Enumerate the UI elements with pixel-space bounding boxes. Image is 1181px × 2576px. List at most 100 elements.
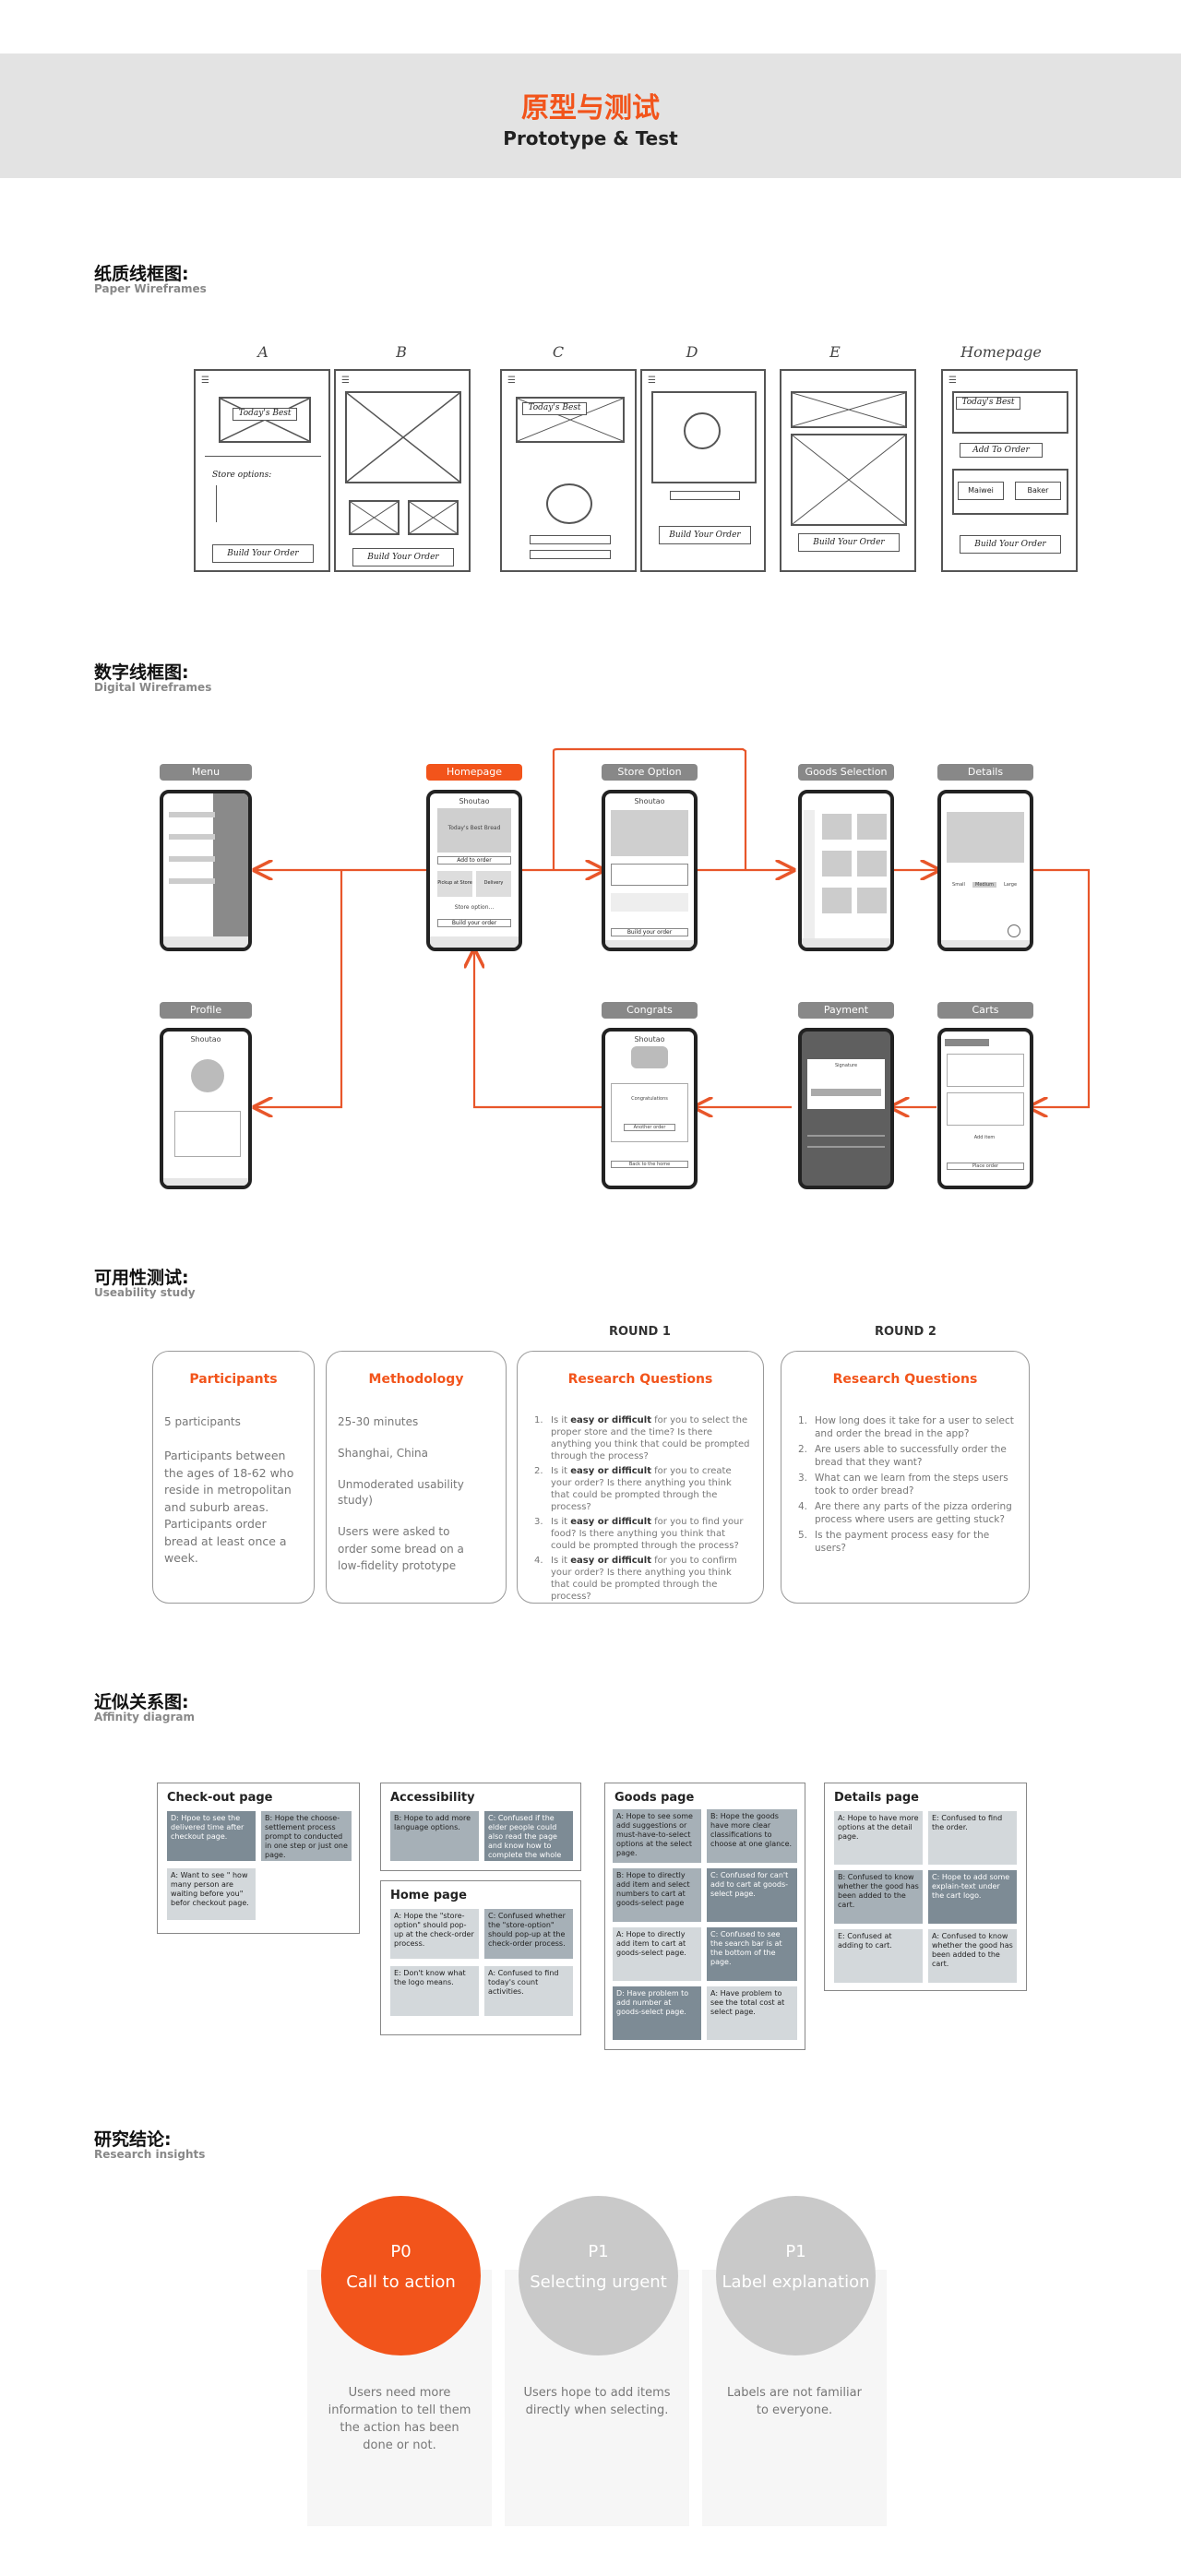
pickup-option[interactable]: Pickup at Store bbox=[437, 871, 472, 897]
store-options-box bbox=[952, 469, 1068, 515]
insights-title: 研究结论: bbox=[94, 2129, 172, 2150]
image-placeholder bbox=[345, 391, 461, 483]
size-large[interactable]: Large bbox=[1003, 882, 1018, 888]
methodology-location: Shanghai, China bbox=[338, 1447, 428, 1460]
digital-wireframes-title: 数字线框图: bbox=[94, 662, 189, 683]
pin-input[interactable] bbox=[811, 1089, 881, 1096]
hero-image bbox=[437, 808, 511, 853]
signature-dialog bbox=[807, 1059, 885, 1109]
menu-item bbox=[169, 878, 215, 884]
research-questions-round1-card: Research Questions 1.Is it easy or diffi… bbox=[517, 1351, 764, 1604]
time-select[interactable] bbox=[611, 893, 688, 912]
screen-tag-menu: Menu bbox=[160, 764, 252, 781]
tab-active[interactable] bbox=[945, 1039, 989, 1046]
tab-bar bbox=[802, 938, 890, 948]
sticky-note: D: Hpoe to see the delivered time after … bbox=[167, 1811, 256, 1861]
menu-item bbox=[169, 834, 215, 840]
overlay bbox=[213, 793, 248, 948]
sticky-note: C: Confused for can't add to cart at goo… bbox=[707, 1868, 797, 1922]
place-order-button[interactable]: Place order bbox=[947, 1163, 1024, 1170]
goods-item[interactable] bbox=[822, 851, 852, 877]
hamburger-icon: ☰ bbox=[341, 376, 350, 386]
goods-item[interactable] bbox=[857, 814, 887, 840]
sticky-note: C: Confused if the elder people could al… bbox=[484, 1811, 573, 1868]
sketch-label-c: C bbox=[552, 343, 565, 361]
sticky-note: B: Hope the goods have more clear classi… bbox=[707, 1809, 797, 1863]
sticky-note: E: Confused to find the order. bbox=[928, 1811, 1017, 1865]
insight-priority: P1 bbox=[785, 2242, 806, 2261]
page-title-cn: 原型与测试 bbox=[521, 92, 660, 125]
divider bbox=[807, 1135, 885, 1137]
round1-label: ROUND 1 bbox=[609, 1325, 671, 1339]
back-home-button[interactable]: Back to the home bbox=[611, 1161, 688, 1168]
sticky-note: A: Hope to see some add suggestions or m… bbox=[613, 1809, 701, 1863]
affinity-goods-group: Goods page A: Hope to see some add sugge… bbox=[604, 1783, 805, 2050]
store-image bbox=[611, 810, 688, 856]
sticky-note: E: Don't know what the logo means. bbox=[390, 1966, 479, 2016]
methodology-type: Unmoderated usability study) bbox=[338, 1478, 464, 1507]
checkout-title: Check-out page bbox=[167, 1791, 273, 1805]
hamburger-icon: ☰ bbox=[948, 376, 957, 386]
size-medium[interactable]: Medium bbox=[972, 882, 996, 888]
build-order-button: Build Your Order bbox=[212, 544, 314, 563]
store-option-text: Store option... bbox=[454, 904, 495, 911]
screen-tag-details: Details bbox=[937, 764, 1033, 781]
tab-bar bbox=[163, 1178, 248, 1186]
phone-profile: Shoutao bbox=[160, 1028, 252, 1189]
goods-item[interactable] bbox=[857, 851, 887, 877]
phone-carts: Add item Place order bbox=[937, 1028, 1033, 1189]
rq1-item: 2.Is it easy or difficult for you to cre… bbox=[534, 1466, 732, 1512]
sticky-note: C: Confused to see the search bar is at … bbox=[707, 1927, 797, 1981]
build-order-button[interactable]: Build your order bbox=[437, 919, 511, 927]
round2-label: ROUND 2 bbox=[875, 1325, 936, 1339]
sketch-label-d: D bbox=[686, 343, 698, 361]
accessibility-title: Accessibility bbox=[390, 1791, 475, 1805]
methodology-card: Methodology 25-30 minutes Shanghai, Chin… bbox=[326, 1351, 507, 1604]
digital-wireframes-subtitle: Digital Wireframes bbox=[94, 681, 212, 694]
sticky-note: A: Confused to know whether the good has… bbox=[928, 1929, 1017, 1983]
congrats-text: Congratulations bbox=[631, 1096, 668, 1102]
delivery-option[interactable]: Delivery bbox=[476, 871, 511, 897]
category-sidebar bbox=[804, 810, 815, 939]
sticky-note: A: Want to see " how many person are wai… bbox=[167, 1868, 256, 1920]
add-to-order-button[interactable]: Add to order bbox=[437, 856, 511, 865]
cart-icon[interactable] bbox=[1008, 924, 1020, 937]
tab-bar bbox=[605, 940, 694, 948]
rq1-item: 4.Is it easy or difficult for you to con… bbox=[534, 1556, 737, 1602]
size-small[interactable]: Small bbox=[952, 882, 965, 888]
methodology-task: Users were asked to order some bread on … bbox=[338, 1525, 464, 1572]
another-order-button[interactable]: Another order bbox=[624, 1124, 675, 1131]
sticky-note: A: Have problem to see the total cost at… bbox=[707, 1986, 797, 2040]
insight-desc: Users need more information to tell them… bbox=[328, 2386, 471, 2452]
screen-tag-carts: Carts bbox=[937, 1002, 1033, 1019]
store-select[interactable] bbox=[611, 864, 688, 886]
app-name: Shoutao bbox=[459, 797, 490, 805]
sticky-note: C: Hope to add some explain-text under t… bbox=[928, 1870, 1017, 1924]
sketch-a: ☰ Today's Best Store options: Build Your… bbox=[194, 369, 330, 572]
goods-item[interactable] bbox=[822, 814, 852, 840]
build-order-button[interactable]: Build your order bbox=[611, 928, 688, 936]
phone-goods-selection bbox=[798, 790, 894, 951]
sticky-note: B: Hope to directly add item and select … bbox=[613, 1868, 701, 1922]
maiwei-option: Maiwei bbox=[958, 482, 1004, 500]
affinity-details-group: Details page A: Hope to have more option… bbox=[824, 1783, 1027, 1991]
options-list bbox=[216, 485, 280, 522]
profile-info bbox=[174, 1111, 241, 1157]
goods-item[interactable] bbox=[857, 888, 887, 913]
image-placeholder bbox=[791, 434, 907, 526]
sticky-note: D: Have problem to add number at goods-s… bbox=[613, 1986, 701, 2040]
add-item-button[interactable]: Add item bbox=[973, 1135, 996, 1140]
screen-tag-payment: Payment bbox=[798, 1002, 894, 1019]
rq2-item: 5.Is the payment process easy for the us… bbox=[798, 1530, 990, 1554]
insight-circle: P1 Selecting urgent bbox=[519, 2196, 678, 2355]
goods-item[interactable] bbox=[822, 888, 852, 913]
build-order-button: Build Your Order bbox=[659, 526, 751, 544]
tab-bar bbox=[941, 940, 1030, 948]
sketch-label-e: E bbox=[829, 343, 841, 361]
tab-bar bbox=[430, 936, 519, 948]
hamburger-icon: ☰ bbox=[648, 376, 656, 386]
todays-best-label: Today's Best bbox=[233, 408, 297, 421]
build-order-button: Build Your Order bbox=[352, 548, 454, 566]
insight-title: Selecting urgent bbox=[530, 2272, 667, 2292]
sticky-note: A: Hope the "store-option" should pop-up… bbox=[390, 1909, 479, 1959]
